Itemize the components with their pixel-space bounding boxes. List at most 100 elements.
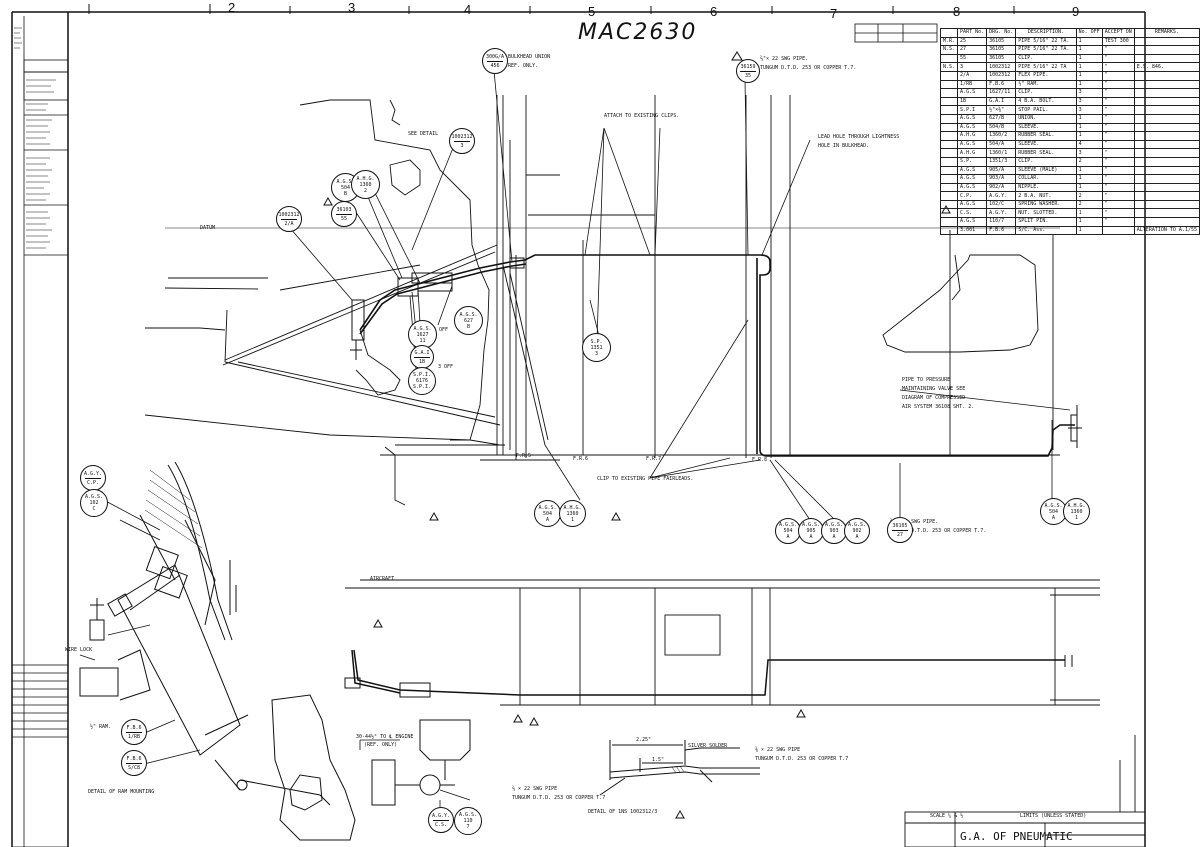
parts-cell-qty: 1 [1075, 45, 1103, 55]
parts-cell-acc: " [1101, 139, 1135, 150]
parts-cell-drg: ½"×⅜" [986, 105, 1017, 115]
parts-cell-rem [1133, 139, 1200, 150]
bubble-top: 1002312 [278, 211, 300, 218]
parts-cell-qty: 2 [1075, 199, 1103, 210]
bubble-top: A.G.S. [336, 178, 355, 185]
bubble-mid: 102 [89, 500, 99, 506]
bubble-bot: B [466, 323, 470, 330]
parts-header-qty: No. OFF [1075, 28, 1103, 38]
note-aircraft: AIRCRAFT [370, 576, 395, 582]
bubble-top: 300G/A [485, 53, 505, 60]
note-wire-lock: WIRE LOCK [65, 647, 93, 653]
note-attach-clips: ATTACH TO EXISTING CLIPS. [604, 113, 680, 119]
parts-cell-part: A.G.S [957, 199, 988, 210]
bubble-bot: C.S. [434, 821, 448, 828]
parts-cell-drg: 504/A [986, 139, 1017, 150]
parts-cell-drg: 1351/3 [986, 156, 1017, 167]
bubble-top: A.G.S. [1044, 502, 1063, 509]
bubble-mid: 1627 [416, 331, 429, 338]
parts-cell-qty: 3 [1075, 148, 1103, 158]
bubble-top: A.G.S. [801, 522, 821, 528]
bubble-bot: 1 [1074, 514, 1078, 521]
bubble-mid: 1360 [359, 181, 372, 188]
parts-cell-acc: TEST 300 [1101, 36, 1135, 47]
parts-cell-rem [1133, 182, 1200, 193]
bubble-top: A.G.S. [459, 311, 478, 318]
parts-cell-acc: " [1101, 105, 1135, 115]
parts-cell-rem [1133, 70, 1200, 81]
note-line: MAINTAINING VALVE SEE [902, 386, 966, 392]
parts-cell-drg: 905/A [986, 165, 1017, 176]
parts-cell-qty: 1 [1075, 122, 1103, 133]
parts-cell-mark [939, 148, 959, 158]
parts-cell-acc: " [1101, 165, 1135, 176]
bubble-top: 36159 [740, 63, 756, 70]
bubble-top: S.P. [590, 338, 603, 345]
bubble-bot: 11 [419, 337, 426, 344]
note-line: PIPE TO PRESSURE [902, 377, 951, 383]
bubble-divider [432, 819, 450, 821]
parts-cell-rem [1133, 174, 1200, 184]
bubble-bot: S/C8 [127, 764, 141, 771]
bubble-top: A.H.G. [1067, 502, 1086, 509]
parts-cell-mark: M.R. [939, 36, 959, 47]
column-number-9: 9 [1072, 4, 1080, 19]
parts-cell-part: A.H.G [957, 131, 988, 141]
note-line: HOLE IN BULKHEAD. [818, 143, 870, 149]
bubble-top: 36103 [336, 206, 352, 213]
parts-cell-rem [1133, 53, 1200, 64]
parts-cell-part: S.P. [957, 156, 988, 167]
parts-cell-rem [1133, 79, 1200, 90]
parts-cell-rem [1133, 113, 1200, 124]
bubble-divider [125, 762, 143, 764]
parts-cell-drg: 1002312 [986, 62, 1017, 72]
note-clip-fairleads: CLIP TO EXISTING PIPE FAIRLEADS. [597, 476, 694, 482]
parts-cell-mark [939, 139, 959, 150]
bubble-divider [891, 529, 909, 531]
parts-cell-desc: SPLIT PIN. [1015, 217, 1077, 227]
parts-cell-drg: 36105 [986, 36, 1017, 47]
column-number-6: 6 [710, 4, 718, 19]
parts-cell-drg: 627/B [986, 113, 1017, 124]
parts-cell-acc: " [1101, 217, 1135, 227]
parts-cell-mark: N.S. [939, 45, 959, 55]
note-scale: SCALE ¼ & ½ [930, 813, 964, 819]
bubble-top: 1002312 [451, 133, 473, 140]
bubble-mid: 902 [852, 528, 862, 534]
parts-cell-desc: UNION. [1015, 113, 1077, 124]
note-see-detail: SEE DETAIL [408, 131, 439, 137]
parts-cell-acc: " [1101, 131, 1135, 141]
bubble-bot: 1/RB [127, 733, 141, 740]
parts-cell-qty: 1 [1075, 70, 1103, 81]
note-line: TUNGUM D.T.D. 253 OR COPPER T.7 [512, 795, 606, 801]
parts-cell-drg: 36105 [986, 45, 1017, 55]
bubble-bot: A [545, 516, 549, 523]
bubble-top: A.G.S. [824, 522, 844, 528]
bubble-bot: 35 [744, 72, 752, 79]
note-ram: ½" RAM. [90, 724, 112, 730]
parts-header-drg: DRG. No. [986, 28, 1017, 38]
drawing-number: MAC2630 [578, 20, 698, 45]
parts-cell-mark [939, 96, 959, 107]
parts-cell-acc: " [1101, 208, 1135, 219]
bubble-bot: 55 [340, 215, 348, 222]
parts-cell-acc: " [1101, 182, 1135, 193]
bubble-top: A.G.S. [538, 504, 557, 511]
bubble-bot: C [92, 506, 96, 512]
bubble-top: F.B.6 [126, 755, 142, 762]
